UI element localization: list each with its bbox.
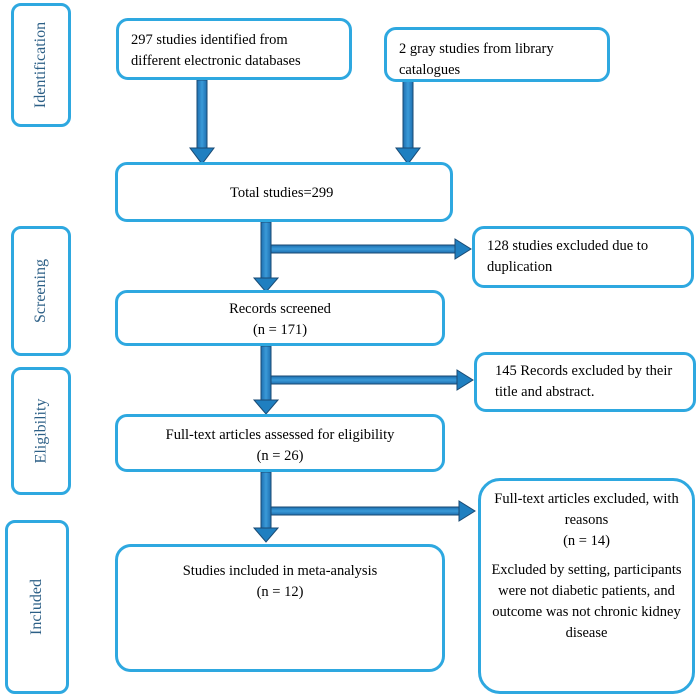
fulltext-assessed-title: Full-text articles assessed for eligibil… — [165, 427, 395, 443]
stage-identification-label: Identification — [32, 21, 49, 109]
stage-identification: Identification — [11, 3, 71, 127]
fulltext-excluded-reasons: Excluded by setting, participants were n… — [491, 562, 682, 641]
arrow-to-title-excluded — [270, 369, 474, 391]
gray-literature-box: 2 gray studies from library catalogues — [384, 27, 610, 82]
stage-included-label: Included — [27, 579, 45, 635]
studies-included-title: Studies included in meta-analysis — [182, 563, 378, 579]
fulltext-excluded-count: (n = 14) — [563, 533, 610, 549]
title-abstract-excluded-text: 145 Records excluded by their title and … — [495, 363, 673, 400]
databases-text: 297 studies identified from different el… — [131, 32, 301, 69]
records-screened-title: Records screened — [229, 301, 331, 317]
stage-screening: Screening — [11, 226, 71, 356]
title-abstract-excluded-box: 145 Records excluded by their title and … — [474, 352, 696, 412]
stage-eligibility-label: Eligibility — [32, 398, 50, 464]
fulltext-excluded-box: Full-text articles excluded, with reason… — [478, 478, 695, 694]
records-screened-count: (n = 171) — [252, 322, 308, 338]
arrow-total-to-screened — [252, 221, 280, 293]
stage-screening-label: Screening — [32, 259, 50, 323]
arrow-gray-to-total — [395, 79, 421, 165]
total-studies-box: Total studies=299 — [115, 162, 453, 222]
fulltext-excluded-title: Full-text articles excluded, with reason… — [494, 491, 679, 528]
fulltext-assessed-box: Full-text articles assessed for eligibil… — [115, 414, 445, 472]
databases-box: 297 studies identified from different el… — [116, 18, 352, 80]
gray-literature-text: 2 gray studies from library catalogues — [399, 41, 554, 78]
arrow-to-fulltext-excluded — [270, 500, 476, 522]
records-screened-box: Records screened (n = 171) — [115, 290, 445, 346]
stage-eligibility: Eligibility — [11, 367, 71, 495]
studies-included-box: Studies included in meta-analysis (n = 1… — [115, 544, 445, 672]
duplicates-excluded-box: 128 studies excluded due to duplication — [472, 226, 694, 288]
arrow-databases-to-total — [189, 79, 215, 165]
total-studies-text: Total studies=299 — [230, 185, 334, 201]
arrow-to-duplicates — [270, 238, 472, 260]
arrow-screened-to-fulltext — [252, 345, 280, 415]
arrow-fulltext-to-included — [252, 471, 280, 543]
stage-included: Included — [5, 520, 69, 694]
fulltext-assessed-count: (n = 26) — [256, 448, 304, 464]
duplicates-excluded-text: 128 studies excluded due to duplication — [487, 238, 649, 275]
studies-included-count: (n = 12) — [256, 584, 304, 600]
